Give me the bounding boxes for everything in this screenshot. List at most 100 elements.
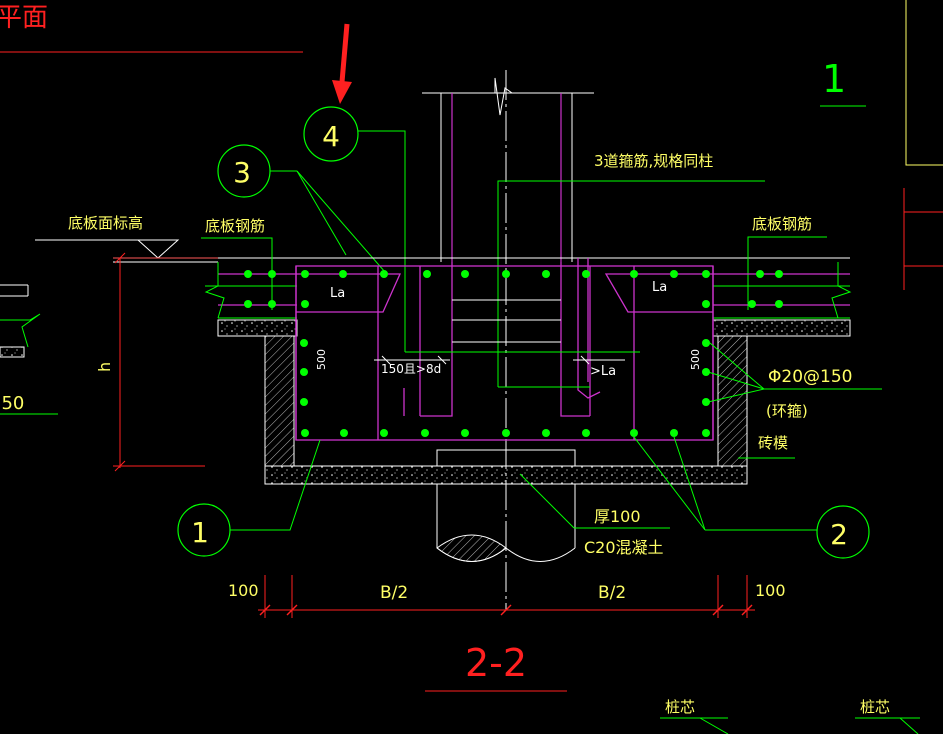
marker-2-label: 2 (830, 518, 848, 551)
rebar-dot (748, 300, 756, 308)
thickness-label: 厚100 (594, 507, 641, 526)
la-left-label: La (330, 286, 345, 301)
left-edge-150: 150 (0, 393, 24, 414)
column-stirrups (452, 299, 561, 343)
slab-edge-lines (204, 262, 852, 319)
marker-3: 3 (217, 144, 386, 273)
pile-core-right: 桩芯 (855, 698, 920, 734)
rebar-dot (339, 270, 347, 278)
height-dimension: h (95, 252, 218, 472)
slab-rebar-left-label: 底板钢筋 (205, 217, 265, 235)
rebar-dot (300, 339, 308, 347)
anchor-note: 150且>8d (374, 355, 450, 376)
rebar-cage (295, 258, 714, 441)
dim-b2-right: B/2 (598, 583, 626, 603)
marker-4-label: 4 (322, 120, 340, 153)
rebar-dot (702, 270, 710, 278)
rebar-dot (630, 270, 638, 278)
rebar-dot (244, 270, 252, 278)
rebar-dot (380, 429, 388, 437)
rebar-dot (542, 429, 550, 437)
slab-rebar-right-label: 底板钢筋 (752, 215, 812, 233)
rebar-dot (300, 398, 308, 406)
rebar-dot (380, 270, 388, 278)
ring-bar-sub: (环箍) (766, 402, 808, 420)
red-arrow-icon (332, 23, 352, 104)
bottom-dimension: 100 B/2 B/2 100 (228, 575, 786, 618)
rebar-dot (423, 270, 431, 278)
dim-100-left: 100 (228, 581, 259, 600)
slab-top-elevation: 底板面标高 (35, 214, 850, 263)
marker-4: 4 (303, 106, 406, 352)
pile-core-left-label: 桩芯 (665, 698, 695, 716)
marker-1-label: 1 (191, 516, 209, 549)
rebar-dot (268, 270, 276, 278)
corner-label: 平面 (0, 3, 48, 33)
rebar-dot (582, 429, 590, 437)
dim-500-right: 500 (689, 349, 702, 370)
slab-rebar-right: 底板钢筋 (747, 215, 827, 310)
anchor-note-text: 150且>8d (381, 362, 441, 376)
rebar-dot (702, 300, 710, 308)
column-stub (422, 77, 594, 262)
slab-concrete (217, 319, 851, 337)
rebar-dot (340, 429, 348, 437)
ring-bar-label: Φ20@150 (768, 367, 852, 387)
left-edge-fragment: 150 (0, 284, 58, 415)
marker-2: 2 (633, 436, 870, 559)
rebar-dot (502, 270, 510, 278)
rebar-dot (775, 270, 783, 278)
slab-rebar-left: 底板钢筋 (201, 217, 273, 310)
rebar-dot (268, 300, 276, 308)
rebar-dot (702, 339, 710, 347)
marker-3-label: 3 (233, 156, 251, 189)
rebar-dot (301, 300, 309, 308)
rebar-dot (421, 429, 429, 437)
rebar-dots (244, 270, 783, 437)
dim-b2-left: B/2 (380, 583, 408, 603)
rebar-dot (301, 270, 309, 278)
dim-500-left: 500 (315, 349, 328, 370)
rebar-dot (630, 429, 638, 437)
rebar-dot (582, 270, 590, 278)
green-reference-lines (405, 351, 640, 388)
la-right-label: La (652, 280, 667, 295)
ring-bar-callout: Φ20@150 (环箍) (707, 342, 882, 420)
stirrup-note-text: 3道箍筋,规格同柱 (594, 152, 713, 170)
section-marker-top-right: 1 (820, 0, 943, 290)
rebar-dot (702, 368, 710, 376)
rebar-dot (502, 429, 510, 437)
anchor-la-text: >La (590, 364, 616, 379)
brick-form-walls (264, 335, 748, 467)
rebar-dot (756, 270, 764, 278)
corner-fragment-top-left: 平面 (0, 3, 303, 53)
rebar-dot (702, 429, 710, 437)
rebar-dot (244, 300, 252, 308)
height-label: h (95, 362, 114, 372)
pile (436, 449, 576, 562)
rebar-dot (542, 270, 550, 278)
rebar-dot (301, 429, 309, 437)
pile-core-left: 桩芯 (660, 698, 729, 734)
section-number: 1 (822, 57, 846, 101)
pile-core-right-label: 桩芯 (860, 698, 890, 716)
rebar-dot (702, 398, 710, 406)
section-title-text: 2-2 (465, 641, 527, 685)
concrete-label: C20混凝土 (584, 538, 664, 557)
thickness-callout: 厚100 C20混凝土 (519, 473, 670, 557)
rebar-dot (461, 270, 469, 278)
rebar-dot (461, 429, 469, 437)
brick-form-label: 砖模 (758, 434, 788, 452)
rebar-dot (300, 368, 308, 376)
dim-100-right: 100 (755, 581, 786, 600)
anchor-la-note: >La (573, 355, 625, 379)
rebar-dot (670, 270, 678, 278)
slab-top-elev-label: 底板面标高 (68, 214, 143, 232)
blinding-layer (264, 465, 748, 485)
brick-form-callout: 砖模 (738, 434, 795, 459)
rebar-dot (775, 300, 783, 308)
marker-1: 1 (177, 439, 321, 557)
section-title: 2-2 (425, 641, 567, 692)
stirrup-note: 3道箍筋,规格同柱 (497, 152, 765, 387)
